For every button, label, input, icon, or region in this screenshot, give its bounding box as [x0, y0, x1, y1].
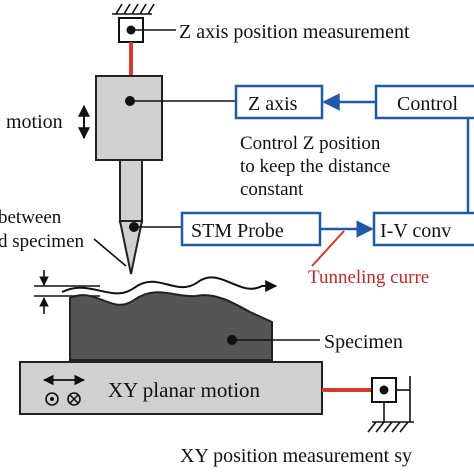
top-mount-hatch-icon: [112, 3, 155, 15]
controller-box-label: Control: [397, 93, 459, 115]
distance-label-line1: between: [0, 207, 62, 228]
control-note-line1: Control Z position: [240, 133, 381, 154]
xy-stage-block: [19, 361, 323, 415]
distance-pointer: [93, 238, 127, 267]
tunneling-current-pointer: [311, 230, 345, 267]
iv-converter-label: I-V conv: [380, 220, 451, 242]
tunneling-current-label: Tunneling curre: [308, 267, 429, 288]
z-axis-box-label: Z axis: [248, 93, 298, 115]
plane-axes-icon: [45, 392, 81, 406]
xy-mount-hatch-icon: [367, 376, 414, 433]
stm-probe-label: STM Probe: [191, 220, 284, 242]
xy-planar-motion-label: XY planar motion: [108, 378, 261, 402]
iv-converter-box: [372, 211, 474, 247]
probe-tip: [118, 220, 144, 275]
z-position-measurement-label: Z axis position measurement: [179, 21, 410, 43]
xy-position-measurement-label: XY position measurement sy: [180, 445, 412, 467]
z-motion-label: motion: [6, 111, 63, 133]
distance-label-line2: d specimen: [0, 231, 85, 252]
specimen-body: [69, 291, 273, 361]
xy-sensor-dot: [379, 385, 389, 395]
z-motion-block: [95, 75, 163, 161]
z-axis-box: [234, 84, 324, 120]
specimen-label: Specimen: [324, 331, 403, 353]
probe-shaft: [119, 159, 143, 223]
control-note-line2: to keep the distance: [240, 156, 390, 177]
control-note-line3: constant: [240, 179, 304, 200]
tip-trajectory-wave: [61, 276, 278, 295]
